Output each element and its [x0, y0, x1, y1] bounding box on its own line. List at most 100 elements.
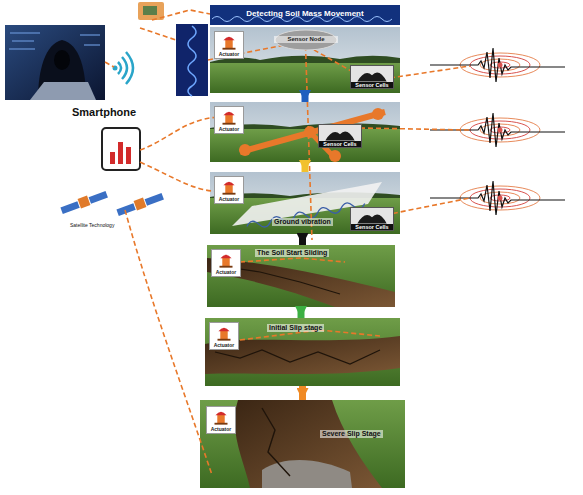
- scene-panel: Sensor NodeActuatorSensor Cells: [210, 27, 400, 93]
- sensor-cells-icon: Sensor Cells: [318, 124, 362, 148]
- actuator-icon: Actuator: [214, 176, 244, 204]
- signal-wave: [188, 26, 196, 96]
- dashed-link: [140, 28, 176, 40]
- node-label: Actuator: [215, 52, 243, 58]
- actuator-body: [225, 184, 232, 193]
- stage-caption: The Soil Start Sliding: [255, 249, 329, 257]
- bar-chart-bar: [126, 147, 131, 164]
- dashed-link: [240, 258, 345, 262]
- stage-caption: Initial Slip stage: [267, 324, 324, 332]
- title-band: Detecting Soil Mass Movement: [210, 5, 400, 25]
- flow-arrow: [302, 93, 309, 102]
- sensor-node-ellipse: Sensor Node: [274, 29, 338, 51]
- scene-panel: The Soil Start SlidingActuator: [207, 245, 395, 307]
- node-label: Actuator: [215, 197, 243, 203]
- actuator-body: [217, 414, 224, 423]
- sensor-cells-mound: [325, 132, 354, 141]
- node-label: Actuator: [212, 270, 240, 276]
- node-label: Actuator: [210, 343, 238, 349]
- sensor-device-chip: [143, 6, 157, 15]
- flow-arrow: [298, 307, 305, 318]
- actuator-icon: Actuator: [206, 406, 236, 434]
- pipe-joint: [239, 144, 251, 156]
- scene-panel: Ground vibration ActuatorSensor Cells: [210, 172, 400, 234]
- code-line: [12, 40, 34, 42]
- dashed-link: [305, 30, 312, 240]
- signal-strip: [176, 24, 208, 96]
- node-label: Sensor Node: [274, 36, 338, 43]
- dashed-link: [152, 10, 210, 20]
- sky: [210, 102, 400, 162]
- node-label: Actuator: [215, 127, 243, 133]
- grass: [210, 63, 400, 93]
- sensor-node-outline: [275, 30, 337, 50]
- seismic-waveform: [430, 48, 565, 82]
- dashed-link: [385, 198, 470, 215]
- scene-panel: Initial Slip stageActuator: [205, 318, 400, 386]
- actuator-cap: [223, 37, 234, 41]
- code-line: [9, 48, 35, 50]
- actuator-body: [222, 257, 229, 266]
- code-line: [84, 44, 100, 46]
- actuator-base: [218, 339, 231, 341]
- seismic-waveform: [430, 181, 565, 215]
- node-label: Sensor Cells: [319, 141, 361, 147]
- node-label: Sensor Cells: [351, 224, 393, 230]
- vibration-wave: [246, 200, 365, 231]
- dashed-link: [360, 128, 470, 130]
- sensor-cells-icon: Sensor Cells: [350, 207, 394, 231]
- wifi-symbol: [122, 57, 127, 79]
- actuator-icon: Actuator: [211, 249, 241, 277]
- pipe-joint: [372, 108, 384, 120]
- flow-arrow: [302, 162, 309, 172]
- sensor-cells-icon: Sensor Cells: [350, 65, 394, 89]
- soil-slide: [205, 336, 400, 374]
- actuator-icon: Actuator: [214, 106, 244, 134]
- flow-arrow: [299, 234, 306, 245]
- node-label: Detecting Soil Mass Movement: [210, 10, 400, 19]
- hacker-photo: [5, 25, 105, 100]
- node-label: Actuator: [207, 427, 235, 433]
- wifi-symbol: [118, 62, 121, 74]
- actuator-base: [223, 123, 236, 125]
- actuator-base: [223, 193, 236, 195]
- satellite-panel: [60, 201, 79, 214]
- wifi-symbol: [126, 52, 133, 84]
- sensor-cells-mound: [357, 215, 386, 224]
- scene-panel: ActuatorSensor Cells: [210, 102, 400, 162]
- bar-chart-bar: [118, 142, 123, 164]
- bar-chart-bar: [110, 152, 115, 164]
- sensor-pipe: [240, 112, 385, 152]
- actuator-body: [225, 39, 232, 48]
- hood-face: [54, 50, 70, 70]
- dashed-link: [390, 66, 470, 78]
- actuator-cap: [220, 255, 231, 259]
- node-label: Sensor Cells: [351, 82, 393, 88]
- satellite-label: Satellite Technology: [70, 222, 114, 228]
- code-line: [10, 32, 40, 34]
- code-line: [80, 34, 100, 36]
- laptop: [30, 82, 96, 100]
- actuator-base: [220, 266, 233, 268]
- stage-caption: Ground vibration: [272, 218, 333, 226]
- satellite-panel: [145, 193, 164, 206]
- actuator-body: [225, 114, 232, 123]
- actuator-cap: [215, 412, 226, 416]
- stage-caption: Severe Slip Stage: [320, 430, 383, 438]
- actuator-base: [215, 423, 228, 425]
- sky: [210, 172, 400, 234]
- dashed-link: [105, 62, 114, 67]
- dashed-link: [125, 210, 212, 475]
- grass: [205, 318, 400, 386]
- actuator-cap: [223, 182, 234, 186]
- title-band-background: [210, 5, 400, 25]
- actuator-body: [220, 330, 227, 339]
- flow-arrow: [299, 386, 306, 400]
- pipe-joint: [329, 150, 341, 162]
- satellite-panel: [89, 191, 108, 204]
- pipe-joint: [304, 126, 316, 138]
- actuator-base: [223, 48, 236, 50]
- grass: [200, 400, 405, 488]
- actuator-cap: [223, 112, 234, 116]
